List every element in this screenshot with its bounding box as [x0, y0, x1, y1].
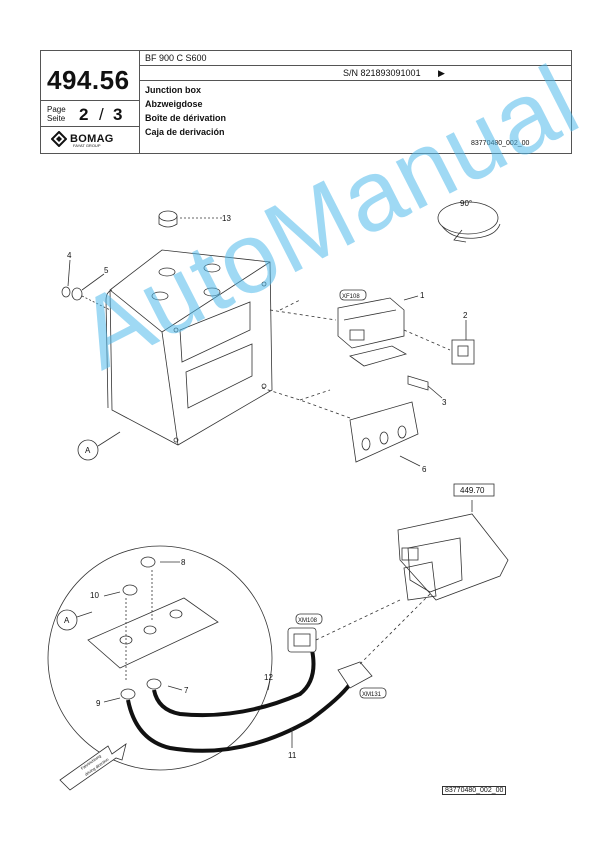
detail-label-a-zoom: A	[64, 616, 70, 625]
header-block: 494.56 Page Seite 2 / 3 BOMAG FAYAT GROU…	[40, 50, 572, 154]
callout-2: 2	[463, 311, 468, 320]
rotation-label: 90°	[460, 199, 472, 208]
callout-6: 6	[422, 465, 427, 474]
detail-view-circle	[47, 545, 273, 771]
model: BF 900 C S600	[145, 53, 207, 63]
reference-page: 449.70	[460, 486, 485, 495]
brand-name: BOMAG	[70, 133, 114, 145]
connector-xm108: XM108	[298, 618, 318, 624]
page-label-de: Seite	[47, 114, 66, 123]
title-en: Junction box	[145, 85, 201, 95]
callout-12: 12	[264, 673, 273, 682]
bomag-diamond-icon	[51, 131, 67, 147]
rotation-90-icon	[437, 201, 501, 243]
callout-13: 13	[222, 214, 231, 223]
page-separator: /	[99, 105, 104, 124]
connector-xm131: XM131	[362, 692, 382, 698]
junction-box	[105, 249, 273, 446]
page-current: 2	[79, 105, 89, 124]
callout-4: 4	[67, 251, 72, 260]
brand-sub: FAYAT GROUP	[73, 143, 101, 148]
callout-10: 10	[90, 591, 99, 600]
serial-number: S/N 821893091001	[343, 68, 421, 78]
page-number: 494.56	[47, 65, 130, 95]
title-es: Caja de derivación	[145, 127, 225, 137]
callout-9: 9	[96, 699, 101, 708]
footer-code: 83770480_002_00	[442, 786, 507, 795]
callout-7: 7	[184, 686, 189, 695]
mounting-bracket	[397, 500, 509, 601]
title-de: Abzweigdose	[145, 99, 203, 109]
callout-11: 11	[288, 751, 297, 760]
page-total: 3	[113, 105, 123, 124]
detail-label-a-main: A	[85, 446, 91, 455]
callout-8: 8	[181, 558, 186, 567]
brand-logo: BOMAG FAYAT GROUP	[51, 131, 114, 148]
connector-xf108: XF108	[342, 294, 360, 300]
callout-1: 1	[420, 291, 425, 300]
title-fr: Boîte de dérivation	[145, 113, 227, 123]
doc-code: 83770480_002_00	[471, 140, 530, 147]
callout-5: 5	[104, 266, 109, 275]
relay-socket	[337, 297, 408, 367]
callout-3: 3	[442, 398, 447, 407]
serial-arrow: ▶	[438, 68, 445, 78]
driving-direction-arrow	[59, 743, 127, 791]
page-label-en: Page	[47, 105, 66, 114]
